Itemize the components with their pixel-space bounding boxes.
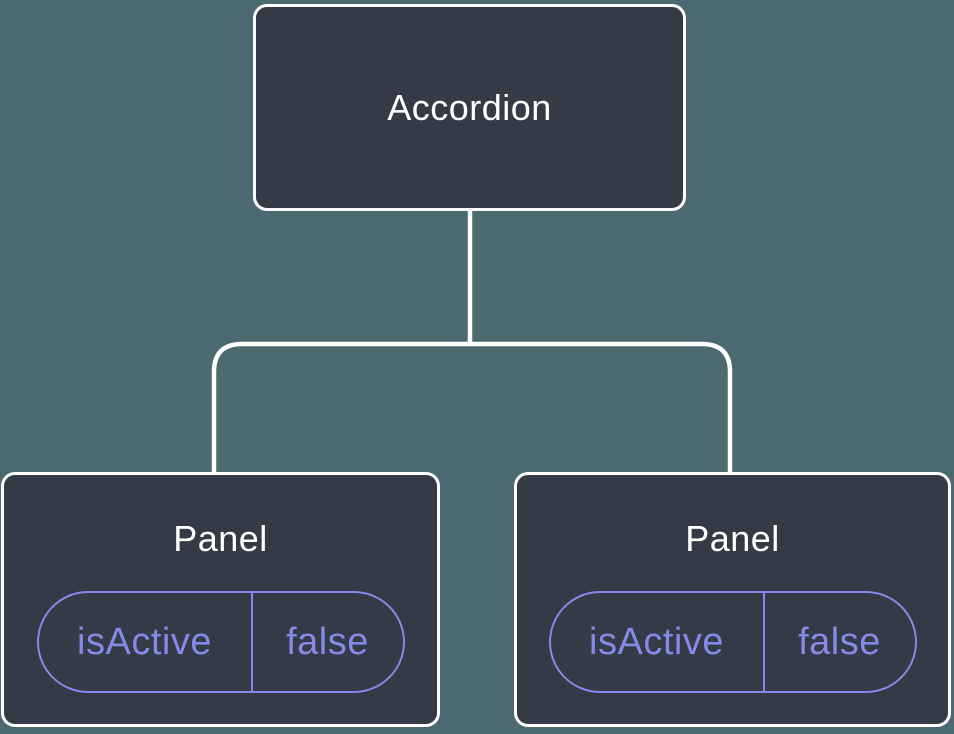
state-pill: isActive false (548, 591, 917, 693)
state-name: isActive (39, 593, 253, 691)
panel-node-right: Panel isActive false (514, 472, 951, 727)
state-value: false (286, 620, 369, 663)
children-bracket-connector (211, 341, 733, 474)
panel-node-left: Panel isActive false (1, 472, 440, 727)
state-pill: isActive false (36, 591, 405, 693)
accordion-node: Accordion (253, 4, 686, 211)
panel-node-label: Panel (685, 518, 780, 559)
panel-node-label: Panel (173, 518, 268, 559)
state-value: false (798, 620, 881, 663)
state-name: isActive (551, 593, 765, 691)
accordion-node-label: Accordion (387, 86, 552, 128)
